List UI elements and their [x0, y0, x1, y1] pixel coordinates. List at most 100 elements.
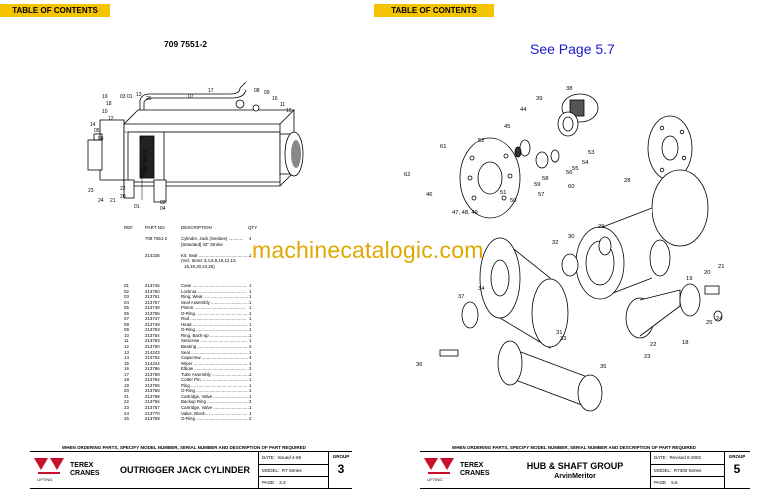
svg-text:25: 25	[146, 96, 152, 102]
table-of-contents-link-left[interactable]: TABLE OF CONTENTS	[0, 4, 110, 17]
svg-text:18: 18	[106, 101, 112, 107]
part-qty: 1	[249, 377, 252, 383]
part-description: Piston .................................…	[181, 305, 246, 311]
part-ref: 19	[124, 382, 129, 388]
svg-text:57: 57	[538, 192, 544, 198]
svg-text:32: 32	[552, 240, 558, 246]
brand-line1: TEREX	[460, 462, 484, 469]
part-qty: 2	[249, 416, 252, 422]
part-ref: 21	[124, 393, 129, 399]
part-ref: 07	[124, 316, 129, 322]
part-description: Setscrew ...............................…	[181, 338, 248, 344]
part-number: 213746	[145, 283, 160, 288]
brand-line2: CRANES	[460, 470, 490, 477]
svg-text:46: 46	[426, 192, 432, 198]
assembly-desc-line2: [Standard] 33" Stroke	[181, 241, 223, 247]
assembly-part: 709 7551-2	[145, 236, 168, 241]
part-description: Cotter Pin .............................…	[181, 377, 249, 383]
part-number-title: 709 7551-2	[164, 39, 208, 49]
ordering-notice-right: WHEN ORDERING PARTS, SPECIFY MODEL NUMBE…	[452, 445, 696, 450]
part-description: Plug ...................................…	[181, 382, 248, 388]
ordering-notice-left: WHEN ORDERING PARTS, SPECIFY MODEL NUMBE…	[62, 445, 306, 450]
part-description: Elbow ..................................…	[181, 366, 247, 372]
part-description: O-Ring .................................…	[181, 327, 249, 333]
svg-text:62: 62	[404, 172, 410, 178]
svg-text:01: 01	[127, 94, 133, 100]
model-label: MODEL:	[654, 467, 672, 473]
seal-kit-desc-line3: 15,18,20,22,25)	[184, 263, 215, 269]
svg-text:17: 17	[208, 88, 214, 94]
part-qty: 1	[249, 338, 252, 344]
part-number: 213762	[145, 355, 160, 361]
part-number: 213758	[145, 388, 160, 394]
part-number: 213769	[145, 371, 160, 377]
svg-text:23: 23	[644, 354, 650, 360]
part-number: 213766	[145, 366, 160, 372]
table-of-contents-link-right[interactable]: TABLE OF CONTENTS	[374, 4, 494, 17]
part-ref: 05	[124, 305, 129, 311]
part-qty: 1	[249, 388, 252, 394]
part-qty: 1	[249, 360, 252, 366]
part-ref: 24	[124, 410, 129, 416]
part-qty: 1	[249, 327, 252, 333]
part-number: 213768	[145, 393, 160, 399]
col-qty-header: QTY	[248, 225, 258, 230]
part-number: 213759	[145, 416, 160, 422]
part-number: 213753	[145, 327, 160, 333]
part-ref: 04	[124, 299, 129, 305]
svg-text:37: 37	[458, 294, 464, 300]
group-number: 3	[337, 462, 345, 476]
part-number: 213767	[145, 405, 160, 411]
svg-text:06: 06	[98, 136, 104, 142]
part-qty: 2	[249, 399, 252, 405]
svg-text:20: 20	[704, 270, 710, 276]
svg-text:35: 35	[600, 364, 606, 370]
col-part-header: PART NO.	[145, 225, 166, 230]
svg-text:53: 53	[588, 150, 594, 156]
part-qty: 1	[249, 405, 252, 411]
part-description: Cartridge, Valve .......................…	[181, 405, 249, 411]
svg-text:50: 50	[510, 198, 516, 204]
part-number: 214243	[145, 349, 160, 355]
group-label: GROUP	[332, 454, 350, 459]
part-qty: 1	[249, 410, 252, 416]
svg-text:25: 25	[706, 320, 712, 326]
part-qty: 1	[249, 382, 252, 388]
seal-kit-qty: 1	[249, 252, 252, 258]
part-qty: 2	[249, 366, 252, 372]
svg-text:52: 52	[478, 138, 484, 144]
svg-text:34: 34	[478, 286, 485, 292]
page-value: 3.3	[279, 480, 286, 485]
page-title-left: OUTRIGGER JACK CYLINDER	[119, 465, 250, 475]
date-value: Issued 4-98	[277, 455, 301, 460]
part-qty: 1	[249, 310, 252, 316]
svg-text:56: 56	[566, 170, 572, 176]
svg-text:15: 15	[286, 108, 292, 114]
svg-text:02: 02	[160, 200, 166, 206]
model-value: RT300 Series	[673, 467, 702, 473]
page-title-right: HUB & SHAFT GROUP	[526, 461, 624, 471]
svg-text:29: 29	[598, 224, 604, 230]
col-desc-header: DESCRIPTION	[181, 225, 212, 230]
group-number: 5	[733, 462, 741, 476]
see-page-link[interactable]: See Page 5.7	[530, 41, 615, 57]
part-qty: 2	[249, 344, 252, 350]
part-description: Tube Assembly ..........................…	[181, 371, 250, 377]
part-qty: 1	[249, 332, 252, 338]
part-description: Seal ...................................…	[181, 349, 248, 355]
svg-text:08: 08	[254, 88, 260, 94]
part-description: Rod ....................................…	[181, 316, 247, 322]
svg-text:14: 14	[90, 122, 96, 128]
part-qty: 1	[249, 294, 252, 300]
svg-text:07: 07	[188, 94, 194, 100]
info-table-left: DATE: Issued 4-98 MODEL: RT Series PAGE …	[258, 452, 329, 488]
part-number: 213750	[145, 288, 160, 294]
svg-text:03: 03	[120, 94, 126, 100]
svg-text:20: 20	[120, 194, 126, 200]
group-box-right: GROUP 5	[724, 452, 749, 488]
part-ref: 03	[124, 294, 129, 300]
col-ref-header: REF.	[124, 225, 134, 230]
